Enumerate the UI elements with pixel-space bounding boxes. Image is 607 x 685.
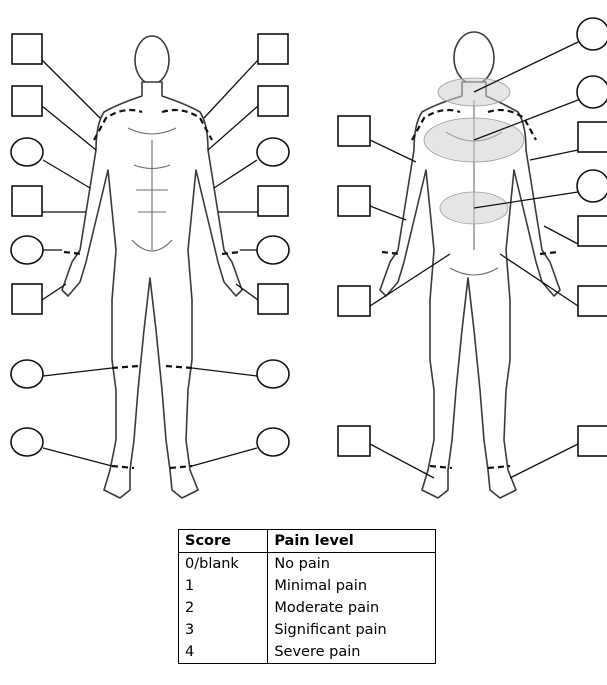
back-marker-circle-1[interactable] — [577, 18, 607, 50]
front-marker-box-r4[interactable] — [258, 186, 288, 216]
back-marker-circle-4[interactable] — [577, 170, 607, 202]
body-map-figure — [0, 0, 607, 520]
pain-level-cell: Moderate pain — [268, 597, 436, 619]
score-cell: 4 — [179, 641, 268, 664]
pain-level-cell: No pain — [268, 553, 436, 576]
back-marker-circle-2[interactable] — [577, 76, 607, 108]
front-marker-box-r2[interactable] — [258, 86, 288, 116]
table-row: 2 Moderate pain — [179, 597, 436, 619]
back-marker-box-6r[interactable] — [578, 286, 607, 316]
pain-level-cell: Minimal pain — [268, 575, 436, 597]
pain-score-table: Score Pain level 0/blank No pain 1 Minim… — [178, 529, 436, 664]
table-header-row: Score Pain level — [179, 530, 436, 553]
front-marker-circle-8[interactable] — [11, 428, 43, 456]
front-marker-circle-r7[interactable] — [257, 360, 289, 388]
front-marker-box-r6[interactable] — [258, 284, 288, 314]
back-marker-box-3r[interactable] — [578, 122, 607, 152]
front-marker-box-1[interactable] — [12, 34, 42, 64]
pain-level-cell: Severe pain — [268, 641, 436, 664]
score-cell: 2 — [179, 597, 268, 619]
front-marker-circle-5[interactable] — [11, 236, 43, 264]
front-left-markers — [11, 34, 112, 466]
header-pain-level: Pain level — [268, 530, 436, 553]
table-row: 4 Severe pain — [179, 641, 436, 664]
pain-level-cell: Significant pain — [268, 619, 436, 641]
table-row: 1 Minimal pain — [179, 575, 436, 597]
back-marker-box-2[interactable] — [338, 186, 370, 216]
back-marker-box-3[interactable] — [338, 286, 370, 316]
front-marker-box-2[interactable] — [12, 86, 42, 116]
front-marker-circle-r3[interactable] — [257, 138, 289, 166]
back-marker-box-1[interactable] — [338, 116, 370, 146]
front-marker-circle-r8[interactable] — [257, 428, 289, 456]
back-marker-box-5r[interactable] — [578, 216, 607, 246]
back-marker-box-7r[interactable] — [578, 426, 607, 456]
header-score: Score — [179, 530, 268, 553]
front-marker-box-4[interactable] — [12, 186, 42, 216]
front-right-markers — [192, 34, 289, 466]
table-row: 0/blank No pain — [179, 553, 436, 576]
score-cell: 3 — [179, 619, 268, 641]
front-marker-box-r1[interactable] — [258, 34, 288, 64]
score-cell: 0/blank — [179, 553, 268, 576]
table-row: 3 Significant pain — [179, 619, 436, 641]
front-marker-circle-3[interactable] — [11, 138, 43, 166]
front-marker-circle-r5[interactable] — [257, 236, 289, 264]
back-marker-box-4[interactable] — [338, 426, 370, 456]
front-marker-circle-7[interactable] — [11, 360, 43, 388]
score-cell: 1 — [179, 575, 268, 597]
front-marker-box-6[interactable] — [12, 284, 42, 314]
back-body-figure — [380, 32, 560, 498]
